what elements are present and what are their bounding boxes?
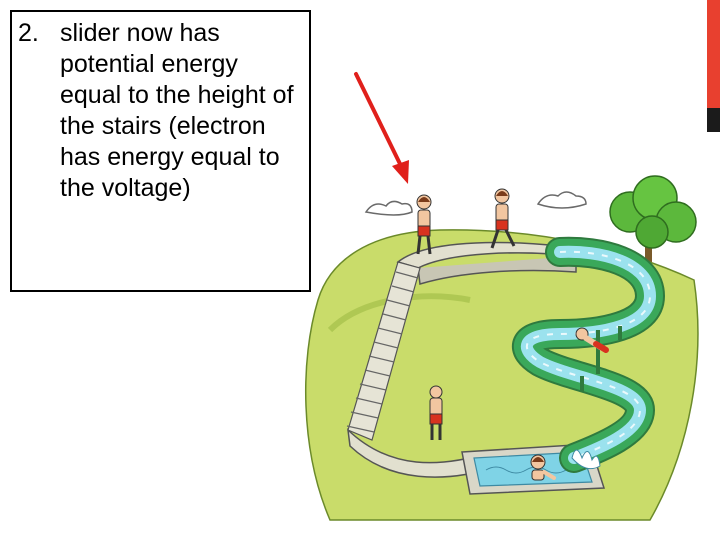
tree-icon [609,175,697,268]
water-slide [512,236,666,473]
bullet-item: 2. slider now has potential energy equal… [18,18,305,204]
stairs [347,261,421,441]
person-icon [530,454,556,481]
accent-bar-dark [707,108,720,132]
text-box: 2. slider now has potential energy equal… [10,10,311,292]
splash-icon [571,449,601,470]
bullet-number: 2. [18,19,39,47]
bullet-text: slider now has potential energy equal to… [60,19,294,202]
person-icon [429,385,443,440]
person-icon [575,327,609,353]
accent-bar-red [707,0,720,108]
red-arrow-icon [354,72,409,184]
cloud-icon [364,191,587,216]
person-icon [490,188,516,249]
person-icon [416,194,432,255]
